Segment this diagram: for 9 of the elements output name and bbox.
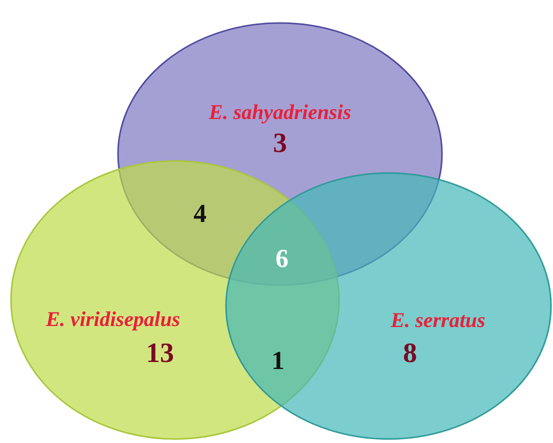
set-count: 13 <box>146 338 174 370</box>
set-count: 3 <box>273 128 287 160</box>
overlap-count: 6 <box>276 244 288 274</box>
set-count: 8 <box>403 338 417 370</box>
set-name: E. viridisepalus <box>46 307 180 332</box>
overlap-count: 1 <box>272 346 284 376</box>
overlap-count: 4 <box>194 199 206 229</box>
set-name: E. serratus <box>390 308 486 333</box>
set-name: E. sahyadriensis <box>208 100 352 125</box>
